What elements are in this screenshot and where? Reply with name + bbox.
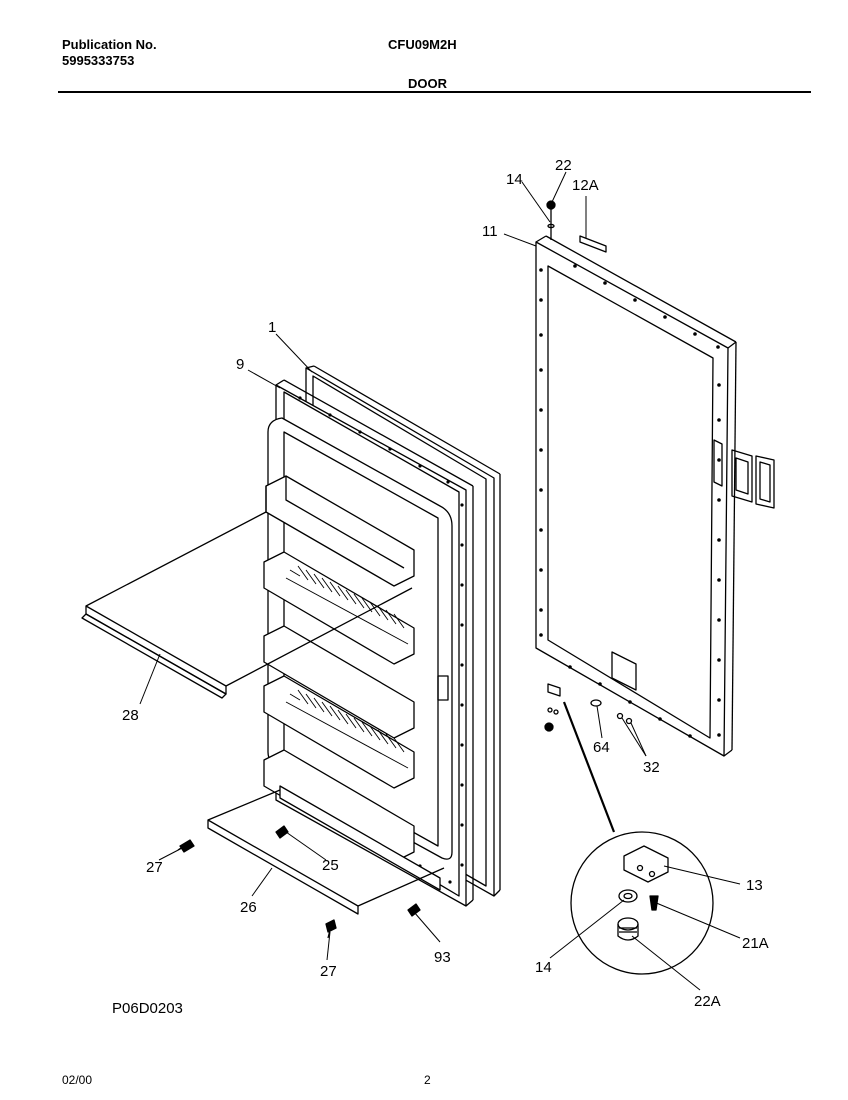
- callout-1: 1: [268, 319, 276, 336]
- callout-27-left: 27: [146, 859, 163, 876]
- callout-25: 25: [322, 857, 339, 874]
- outer-door-panel: [535, 235, 775, 757]
- callout-32: 32: [643, 759, 660, 776]
- shelf-bar: [81, 511, 413, 699]
- top-hinge-hardware: [546, 200, 607, 253]
- model-number: CFU09M2H: [388, 37, 457, 52]
- section-title: DOOR: [408, 76, 447, 91]
- bottom-hinge-hardware: [544, 683, 633, 732]
- page-number: 2: [424, 1073, 431, 1087]
- callout-13: 13: [746, 877, 763, 894]
- callout-26: 26: [240, 899, 257, 916]
- hinge-detail-view: [562, 701, 714, 975]
- diagram-code: P06D0203: [112, 1000, 183, 1017]
- callout-14-detail: 14: [535, 959, 552, 976]
- callout-12a: 12A: [572, 177, 599, 194]
- leader-lines: [139, 171, 741, 991]
- footer-date: 02/00: [62, 1073, 93, 1087]
- callout-21a: 21A: [742, 935, 769, 952]
- door-shelves: [263, 475, 441, 891]
- callout-11: 11: [482, 223, 498, 240]
- callout-93: 93: [434, 949, 451, 966]
- header-rule: [58, 91, 811, 93]
- callout-27-bottom: 27: [320, 963, 337, 980]
- callout-9: 9: [236, 356, 244, 373]
- callout-64: 64: [593, 739, 610, 756]
- publication-number: 5995333753: [62, 53, 135, 68]
- bottom-trim: [207, 789, 445, 915]
- callout-14-top: 14: [506, 171, 523, 188]
- callout-28: 28: [122, 707, 139, 724]
- callout-22a: 22A: [694, 993, 721, 1010]
- publication-label: Publication No.: [62, 37, 157, 52]
- screws: [177, 825, 421, 939]
- callout-22: 22: [555, 157, 572, 174]
